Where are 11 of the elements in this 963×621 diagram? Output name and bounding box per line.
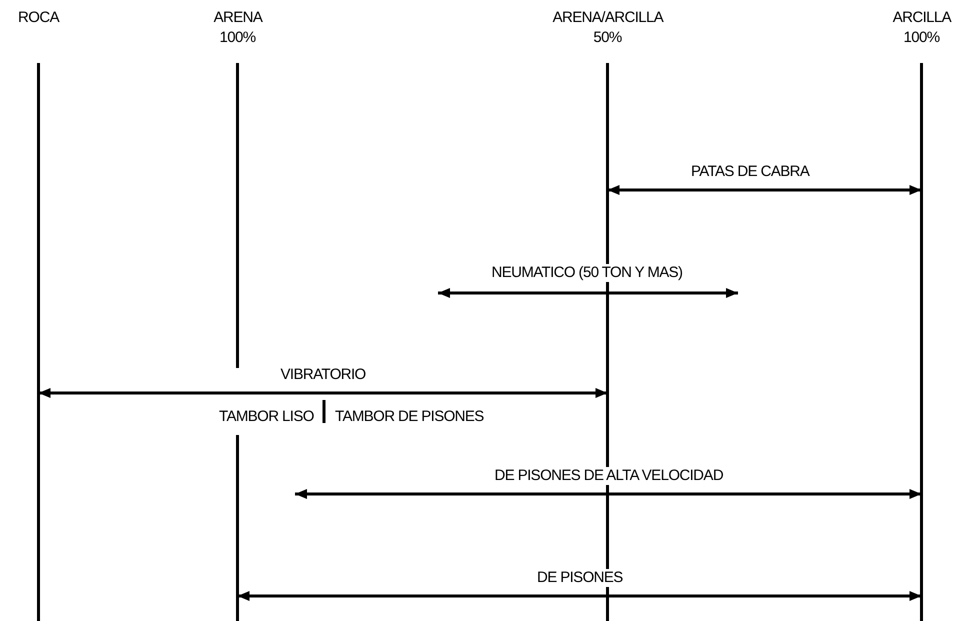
- range-arrow: [295, 489, 922, 499]
- column-header: ARCILLA 100%: [892, 8, 950, 48]
- column-header: ARENA 100%: [214, 8, 262, 48]
- range-arrow: [38, 388, 608, 398]
- column-header: ARENA/ARCILLA 50%: [552, 8, 662, 48]
- range-label: NEUMATICO (50 TON Y MAS): [490, 264, 684, 282]
- edge-label: DE PISONES DE ALTA VELOCIDAD: [492, 467, 726, 485]
- range-arrow: [238, 591, 922, 601]
- column-header: ROCA: [18, 8, 59, 28]
- edge-label: DE PISONES: [535, 569, 625, 587]
- range-arrow: [608, 185, 922, 195]
